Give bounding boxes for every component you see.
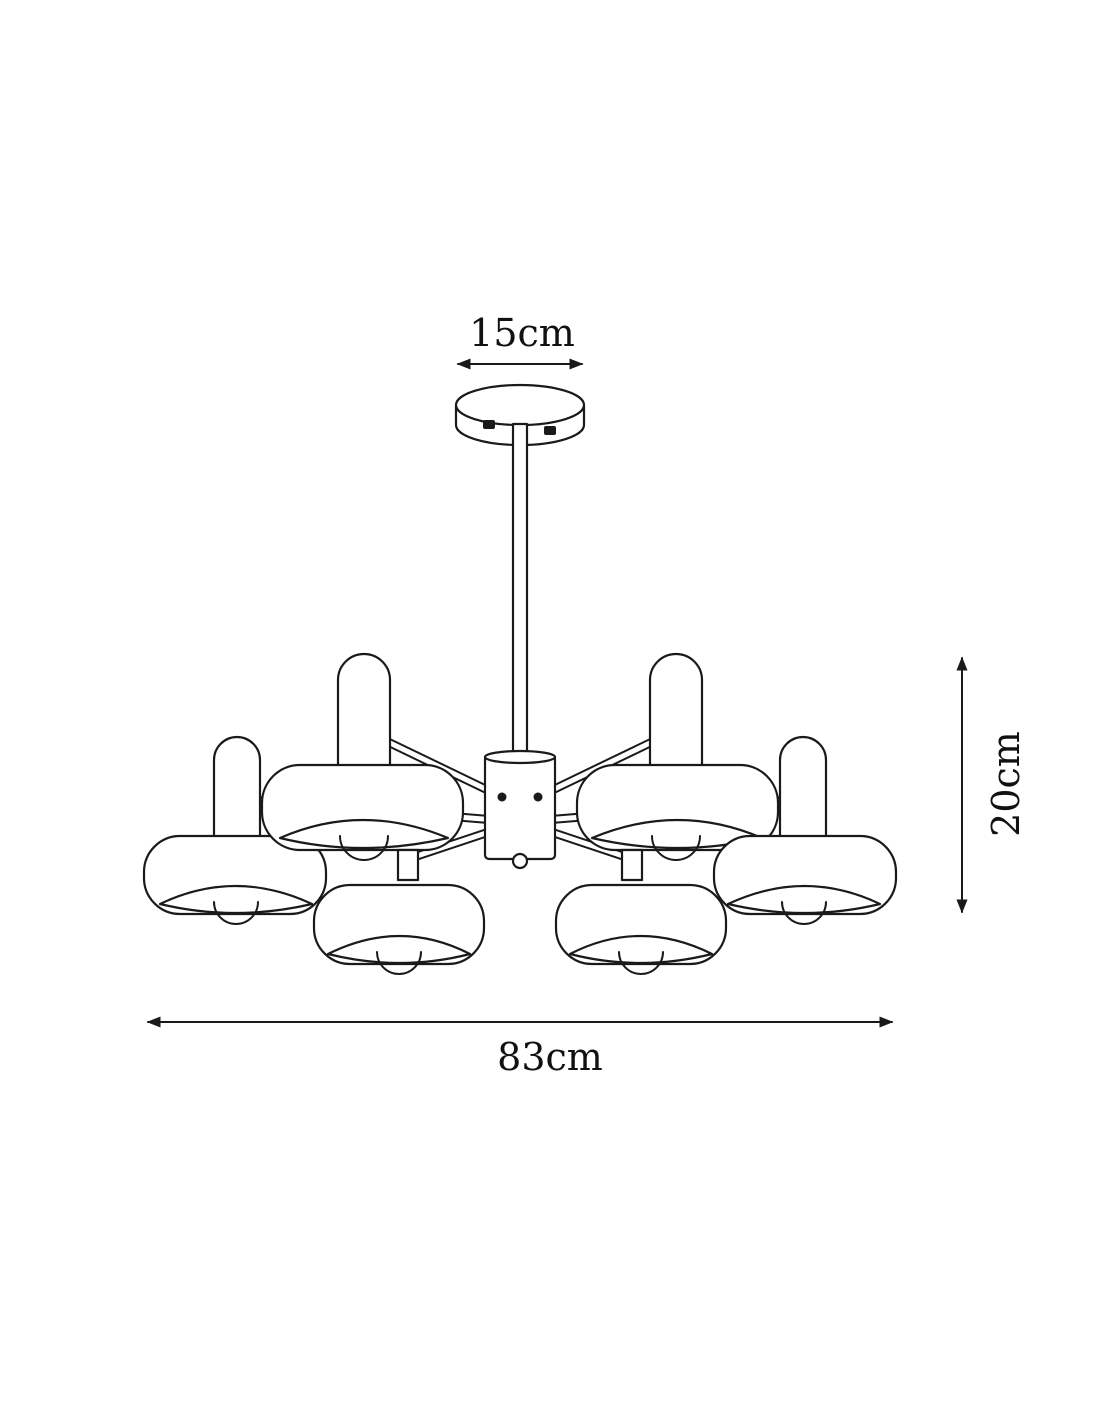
height-label: 20cm: [984, 731, 1028, 837]
canopy-width-label: 15cm: [469, 311, 575, 355]
down-rod: [511, 422, 529, 759]
lamp-far-left: [142, 735, 328, 925]
overall-width-label: 83cm: [497, 1035, 603, 1079]
central-hub: [483, 749, 557, 870]
lamp-back-left: [260, 652, 465, 861]
dimension-arrows: [146, 358, 968, 1028]
lamp-front-left: [312, 848, 486, 975]
lamp-front-right: [554, 848, 728, 975]
lamp-back-right: [575, 652, 780, 861]
lamp-far-right: [712, 735, 898, 925]
